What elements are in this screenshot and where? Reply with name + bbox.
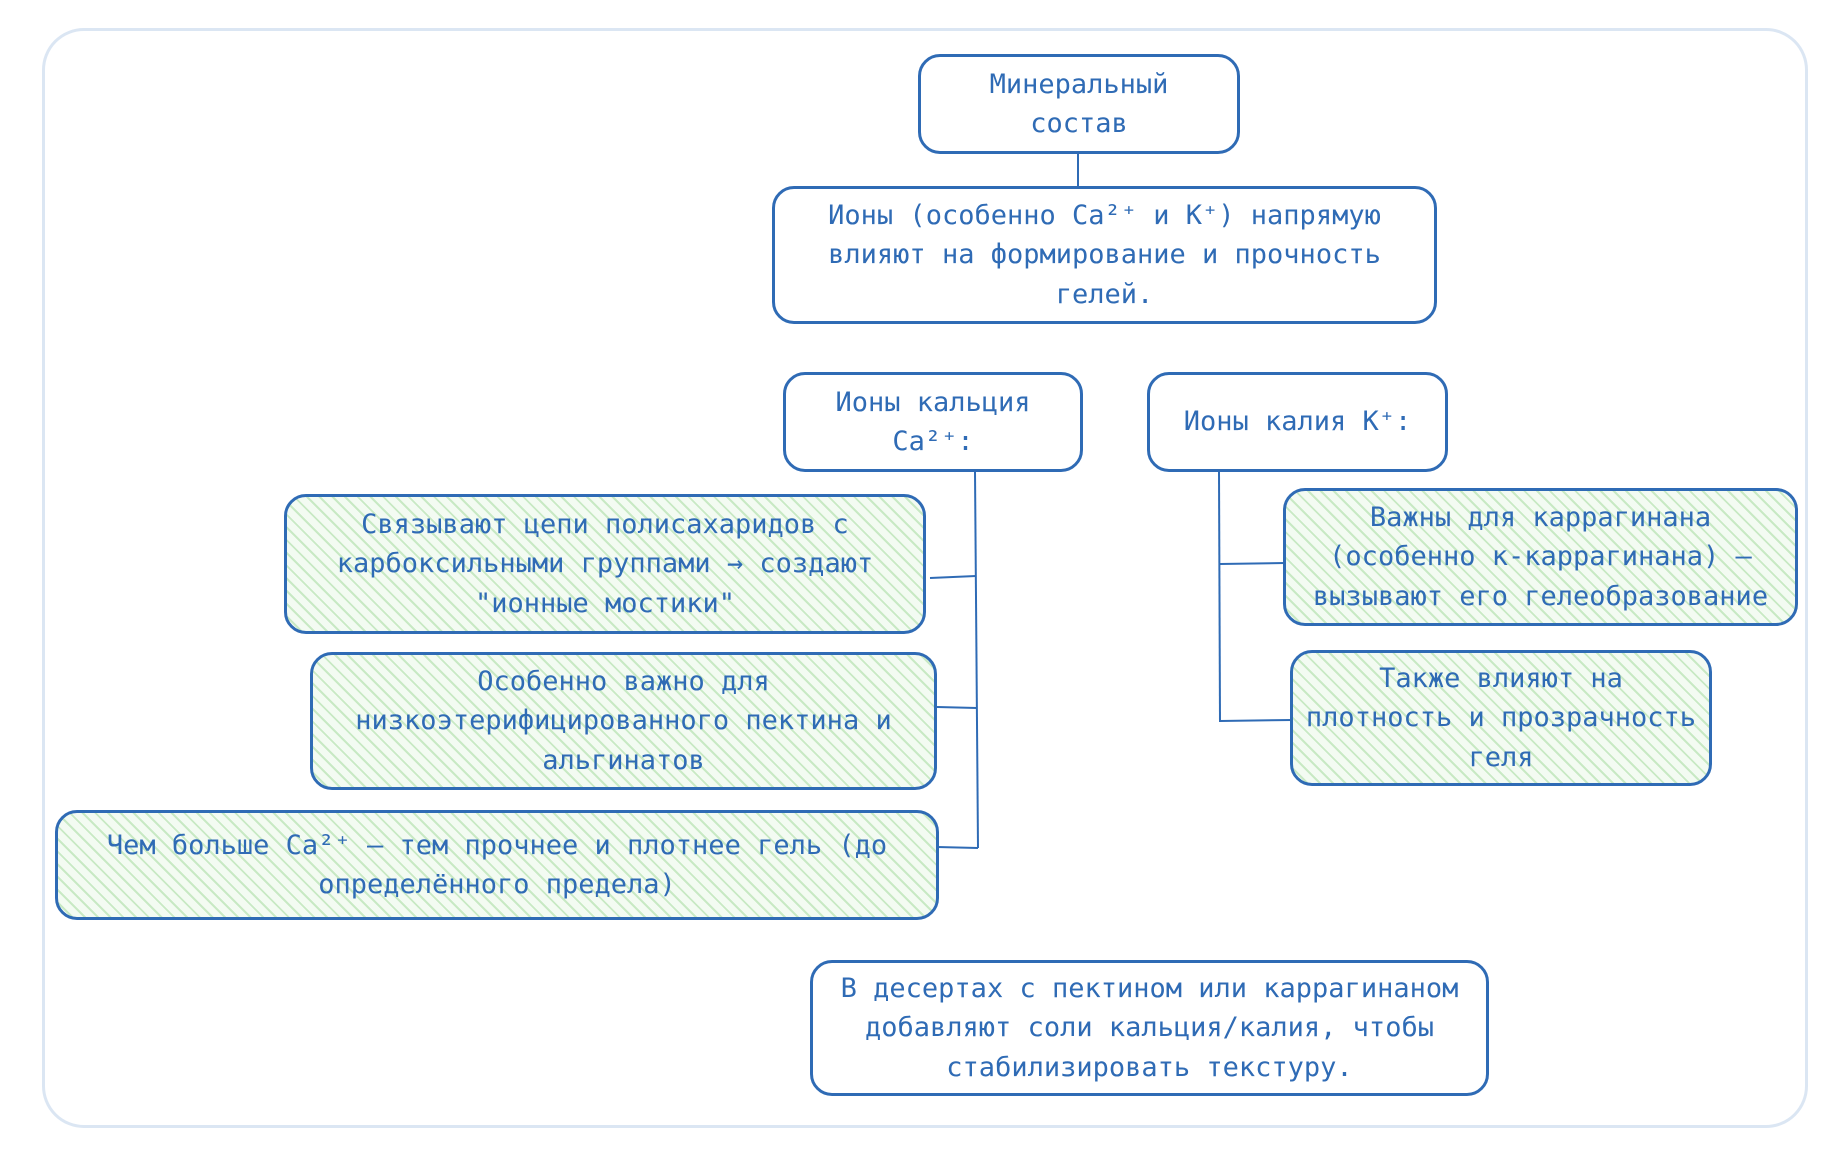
potassium-item-1: Важны для каррагинана (особенно κ-карраг… — [1283, 488, 1798, 626]
calcium-item-1-text: Связывают цепи полисахаридов с карбоксил… — [336, 509, 874, 619]
root-node: Минеральный состав — [918, 54, 1240, 154]
calcium-node-text: Ионы кальция Ca²⁺: — [835, 386, 1031, 457]
potassium-item-1-text: Важны для каррагинана (особенно κ-карраг… — [1312, 502, 1769, 612]
calcium-item-3: Чем больше Ca²⁺ — тем прочнее и плотнее … — [55, 810, 939, 920]
potassium-item-2-text: Также влияют на плотность и прозрачность… — [1305, 663, 1697, 773]
calcium-item-2: Особенно важно для низкоэтерифицированно… — [310, 652, 937, 790]
potassium-node-text: Ионы калия K⁺: — [1183, 406, 1412, 438]
main-node: Ионы (особенно Ca²⁺ и K⁺) напрямую влияю… — [772, 186, 1437, 324]
note-node-text: В десертах с пектином или каррагинаном д… — [840, 973, 1459, 1083]
potassium-node: Ионы калия K⁺: — [1147, 372, 1448, 472]
calcium-item-2-text: Особенно важно для низкоэтерифицированно… — [355, 666, 892, 776]
root-node-text: Минеральный состав — [989, 68, 1169, 139]
calcium-node: Ионы кальция Ca²⁺: — [783, 372, 1083, 472]
potassium-item-2: Также влияют на плотность и прозрачность… — [1290, 650, 1712, 786]
calcium-item-1: Связывают цепи полисахаридов с карбоксил… — [284, 494, 926, 634]
note-node: В десертах с пектином или каррагинаном д… — [810, 960, 1489, 1096]
calcium-item-3-text: Чем больше Ca²⁺ — тем прочнее и плотнее … — [106, 829, 888, 900]
main-node-text: Ионы (особенно Ca²⁺ и K⁺) напрямую влияю… — [828, 200, 1381, 310]
